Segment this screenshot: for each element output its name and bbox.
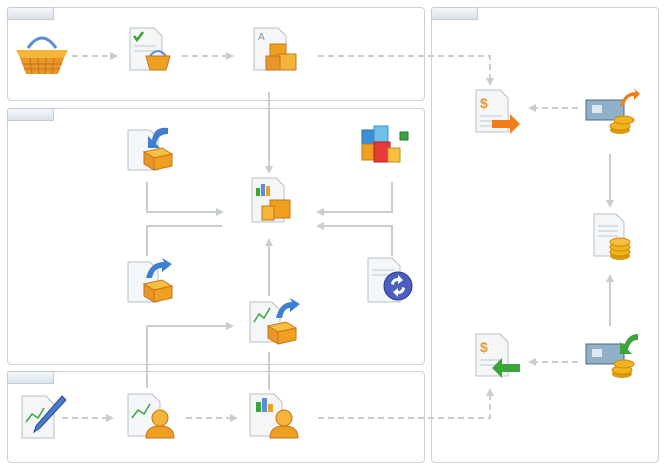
report-boxes-document-icon[interactable] — [244, 176, 300, 226]
svg-text:$: $ — [480, 339, 488, 355]
dollar-invoice-import-icon[interactable]: $ — [472, 332, 522, 380]
check-coins-payment-icon[interactable] — [584, 86, 640, 138]
panel-middle-left — [7, 108, 425, 365]
document-boxes-icon[interactable]: A — [248, 26, 300, 74]
panel-tab — [7, 7, 54, 20]
panel-top-left — [7, 7, 425, 101]
document-sync-icon[interactable] — [364, 256, 416, 306]
connector-sync-to-central — [316, 222, 393, 256]
check-coins-incoming-icon[interactable] — [584, 330, 640, 382]
chart-box-export-icon[interactable] — [246, 296, 302, 346]
connector-chart-user-to-chart-box — [146, 322, 234, 388]
document-box-export-icon[interactable] — [124, 256, 176, 306]
connector-report-user-to-invoice-import — [318, 388, 494, 419]
document-box-import-icon[interactable] — [124, 124, 176, 174]
svg-text:$: $ — [480, 95, 488, 111]
chart-user-icon[interactable] — [124, 390, 176, 440]
svg-text:A: A — [258, 32, 265, 43]
panel-tab — [431, 7, 478, 20]
chart-pen-icon[interactable] — [18, 392, 68, 442]
dollar-invoice-export-icon[interactable]: $ — [472, 88, 522, 136]
connector-cubes-to-central — [316, 182, 393, 216]
connector-central-to-export — [146, 225, 222, 256]
panel-tab — [7, 371, 54, 384]
basket-icon[interactable] — [14, 30, 70, 78]
colored-cubes-icon[interactable] — [358, 122, 410, 172]
report-user-icon[interactable] — [246, 390, 302, 440]
connector-import-to-central — [146, 182, 224, 216]
checklist-basket-document-icon[interactable] — [124, 26, 174, 74]
connector-boxes-to-invoice — [318, 55, 494, 86]
document-coins-icon[interactable] — [590, 212, 636, 262]
panel-tab — [7, 108, 54, 121]
